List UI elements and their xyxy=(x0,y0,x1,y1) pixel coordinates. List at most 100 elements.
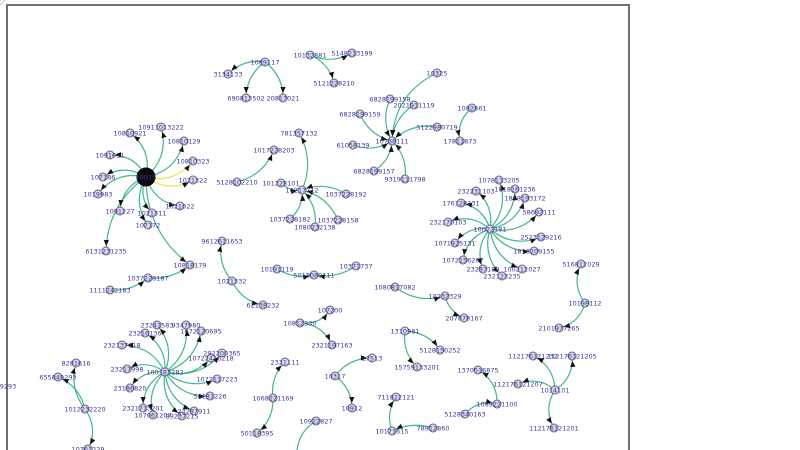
graph-node-circle[interactable] xyxy=(534,207,544,217)
graph-node-circle[interactable] xyxy=(391,392,401,402)
graph-node-circle[interactable] xyxy=(550,385,560,395)
graph-node-circle[interactable] xyxy=(580,298,590,308)
graph-node-circle[interactable] xyxy=(232,177,242,187)
graph-node-circle[interactable] xyxy=(212,374,222,384)
graph-node-circle[interactable] xyxy=(83,444,93,450)
graph-node-circle[interactable] xyxy=(327,340,337,350)
graph-node-circle[interactable] xyxy=(450,238,460,248)
graph-node-circle[interactable] xyxy=(160,367,170,377)
graph-node-circle[interactable] xyxy=(467,103,477,113)
graph-node-circle[interactable] xyxy=(53,372,63,382)
graph-node-circle[interactable] xyxy=(115,206,125,216)
graph-node-circle[interactable] xyxy=(241,93,251,103)
graph-node-circle[interactable] xyxy=(206,353,216,363)
graph-node-circle[interactable] xyxy=(400,174,410,184)
graph-node-circle[interactable] xyxy=(269,145,279,155)
graph-node-circle[interactable] xyxy=(147,208,157,218)
graph-node-circle[interactable] xyxy=(143,220,153,230)
graph-node-circle[interactable] xyxy=(458,255,468,265)
graph-node-circle[interactable] xyxy=(122,364,132,374)
graph-node-circle[interactable] xyxy=(305,50,315,60)
graph-node-circle[interactable] xyxy=(179,136,189,146)
graph-node-circle[interactable] xyxy=(513,379,523,389)
graph-node-circle[interactable] xyxy=(492,399,502,409)
graph-node-circle[interactable] xyxy=(432,68,442,78)
graph-node-circle[interactable] xyxy=(576,259,586,269)
graph-node-circle[interactable] xyxy=(140,328,150,338)
graph-node-circle[interactable] xyxy=(567,351,577,361)
graph-node-circle[interactable] xyxy=(93,189,103,199)
graph-node-circle[interactable] xyxy=(409,100,419,110)
graph-node-circle[interactable] xyxy=(309,270,319,280)
graph-node-circle[interactable] xyxy=(260,57,270,67)
graph-node-circle[interactable] xyxy=(351,261,361,271)
graph-node-circle[interactable] xyxy=(347,403,357,413)
graph-node-circle[interactable] xyxy=(432,122,442,132)
graph-node-circle[interactable] xyxy=(258,300,268,310)
graph-node-circle[interactable] xyxy=(435,345,445,355)
graph-node-circle[interactable] xyxy=(536,232,546,242)
graph-node-circle[interactable] xyxy=(297,185,307,195)
graph-node-circle[interactable] xyxy=(347,48,357,58)
graph-node-circle[interactable] xyxy=(152,320,162,330)
graph-node-circle[interactable] xyxy=(311,416,321,426)
graph-node-circle[interactable] xyxy=(138,403,148,413)
graph-node-circle[interactable] xyxy=(471,186,481,196)
graph-node-circle[interactable] xyxy=(348,140,358,150)
graph-node-circle[interactable] xyxy=(485,224,495,234)
graph-node-circle[interactable] xyxy=(71,358,81,368)
graph-node-circle[interactable] xyxy=(330,371,340,381)
graph-node-circle[interactable] xyxy=(554,323,564,333)
graph-node-circle[interactable] xyxy=(369,166,379,176)
graph-node-circle[interactable] xyxy=(459,313,469,323)
graph-node-circle[interactable] xyxy=(188,156,198,166)
graph-node-circle[interactable] xyxy=(333,215,343,225)
graph-node-circle[interactable] xyxy=(510,184,520,194)
graph-node-circle[interactable] xyxy=(125,128,135,138)
graph-node-circle[interactable] xyxy=(455,136,465,146)
graph-node-circle[interactable] xyxy=(517,264,527,274)
hub-node-circle[interactable] xyxy=(136,167,156,187)
graph-node-circle[interactable] xyxy=(478,264,488,274)
graph-node-circle[interactable] xyxy=(196,326,206,336)
graph-node-circle[interactable] xyxy=(205,391,215,401)
graph-node-circle[interactable] xyxy=(175,201,185,211)
graph-node-circle[interactable] xyxy=(148,410,158,420)
graph-node-circle[interactable] xyxy=(520,193,530,203)
graph-node-circle[interactable] xyxy=(117,340,127,350)
graph-node-circle[interactable] xyxy=(494,175,504,185)
graph-node-circle[interactable] xyxy=(217,348,227,358)
graph-node-circle[interactable] xyxy=(177,411,187,421)
graph-node-circle[interactable] xyxy=(329,78,339,88)
graph-node-circle[interactable] xyxy=(223,69,233,79)
graph-node-circle[interactable] xyxy=(217,236,227,246)
graph-node-circle[interactable] xyxy=(105,285,115,295)
graph-node-circle[interactable] xyxy=(185,260,195,270)
graph-node-circle[interactable] xyxy=(528,351,538,361)
graph-node-circle[interactable] xyxy=(188,175,198,185)
graph-node-circle[interactable] xyxy=(181,320,191,330)
graph-node-circle[interactable] xyxy=(101,246,111,256)
graph-node-circle[interactable] xyxy=(310,222,320,232)
graph-node-circle[interactable] xyxy=(440,291,450,301)
graph-node-circle[interactable] xyxy=(268,393,278,403)
graph-node-circle[interactable] xyxy=(355,109,365,119)
graph-node-circle[interactable] xyxy=(549,423,559,433)
graph-node-circle[interactable] xyxy=(428,423,438,433)
graph-node-circle[interactable] xyxy=(456,198,466,208)
graph-node-circle[interactable] xyxy=(390,282,400,292)
graph-node-circle[interactable] xyxy=(156,122,166,132)
graph-node-circle[interactable] xyxy=(529,246,539,256)
graph-node-circle[interactable] xyxy=(252,428,262,438)
graph-node-circle[interactable] xyxy=(400,326,410,336)
graph-node-circle[interactable] xyxy=(460,409,470,419)
graph-node-circle[interactable] xyxy=(80,404,90,414)
graph-node-circle[interactable] xyxy=(285,214,295,224)
graph-node-circle[interactable] xyxy=(143,273,153,283)
graph-node-circle[interactable] xyxy=(367,353,377,363)
graph-node-circle[interactable] xyxy=(280,357,290,367)
graph-node-circle[interactable] xyxy=(412,362,422,372)
graph-node-circle[interactable] xyxy=(276,178,286,188)
graph-node-circle[interactable] xyxy=(387,136,397,146)
graph-node-circle[interactable] xyxy=(443,217,453,227)
